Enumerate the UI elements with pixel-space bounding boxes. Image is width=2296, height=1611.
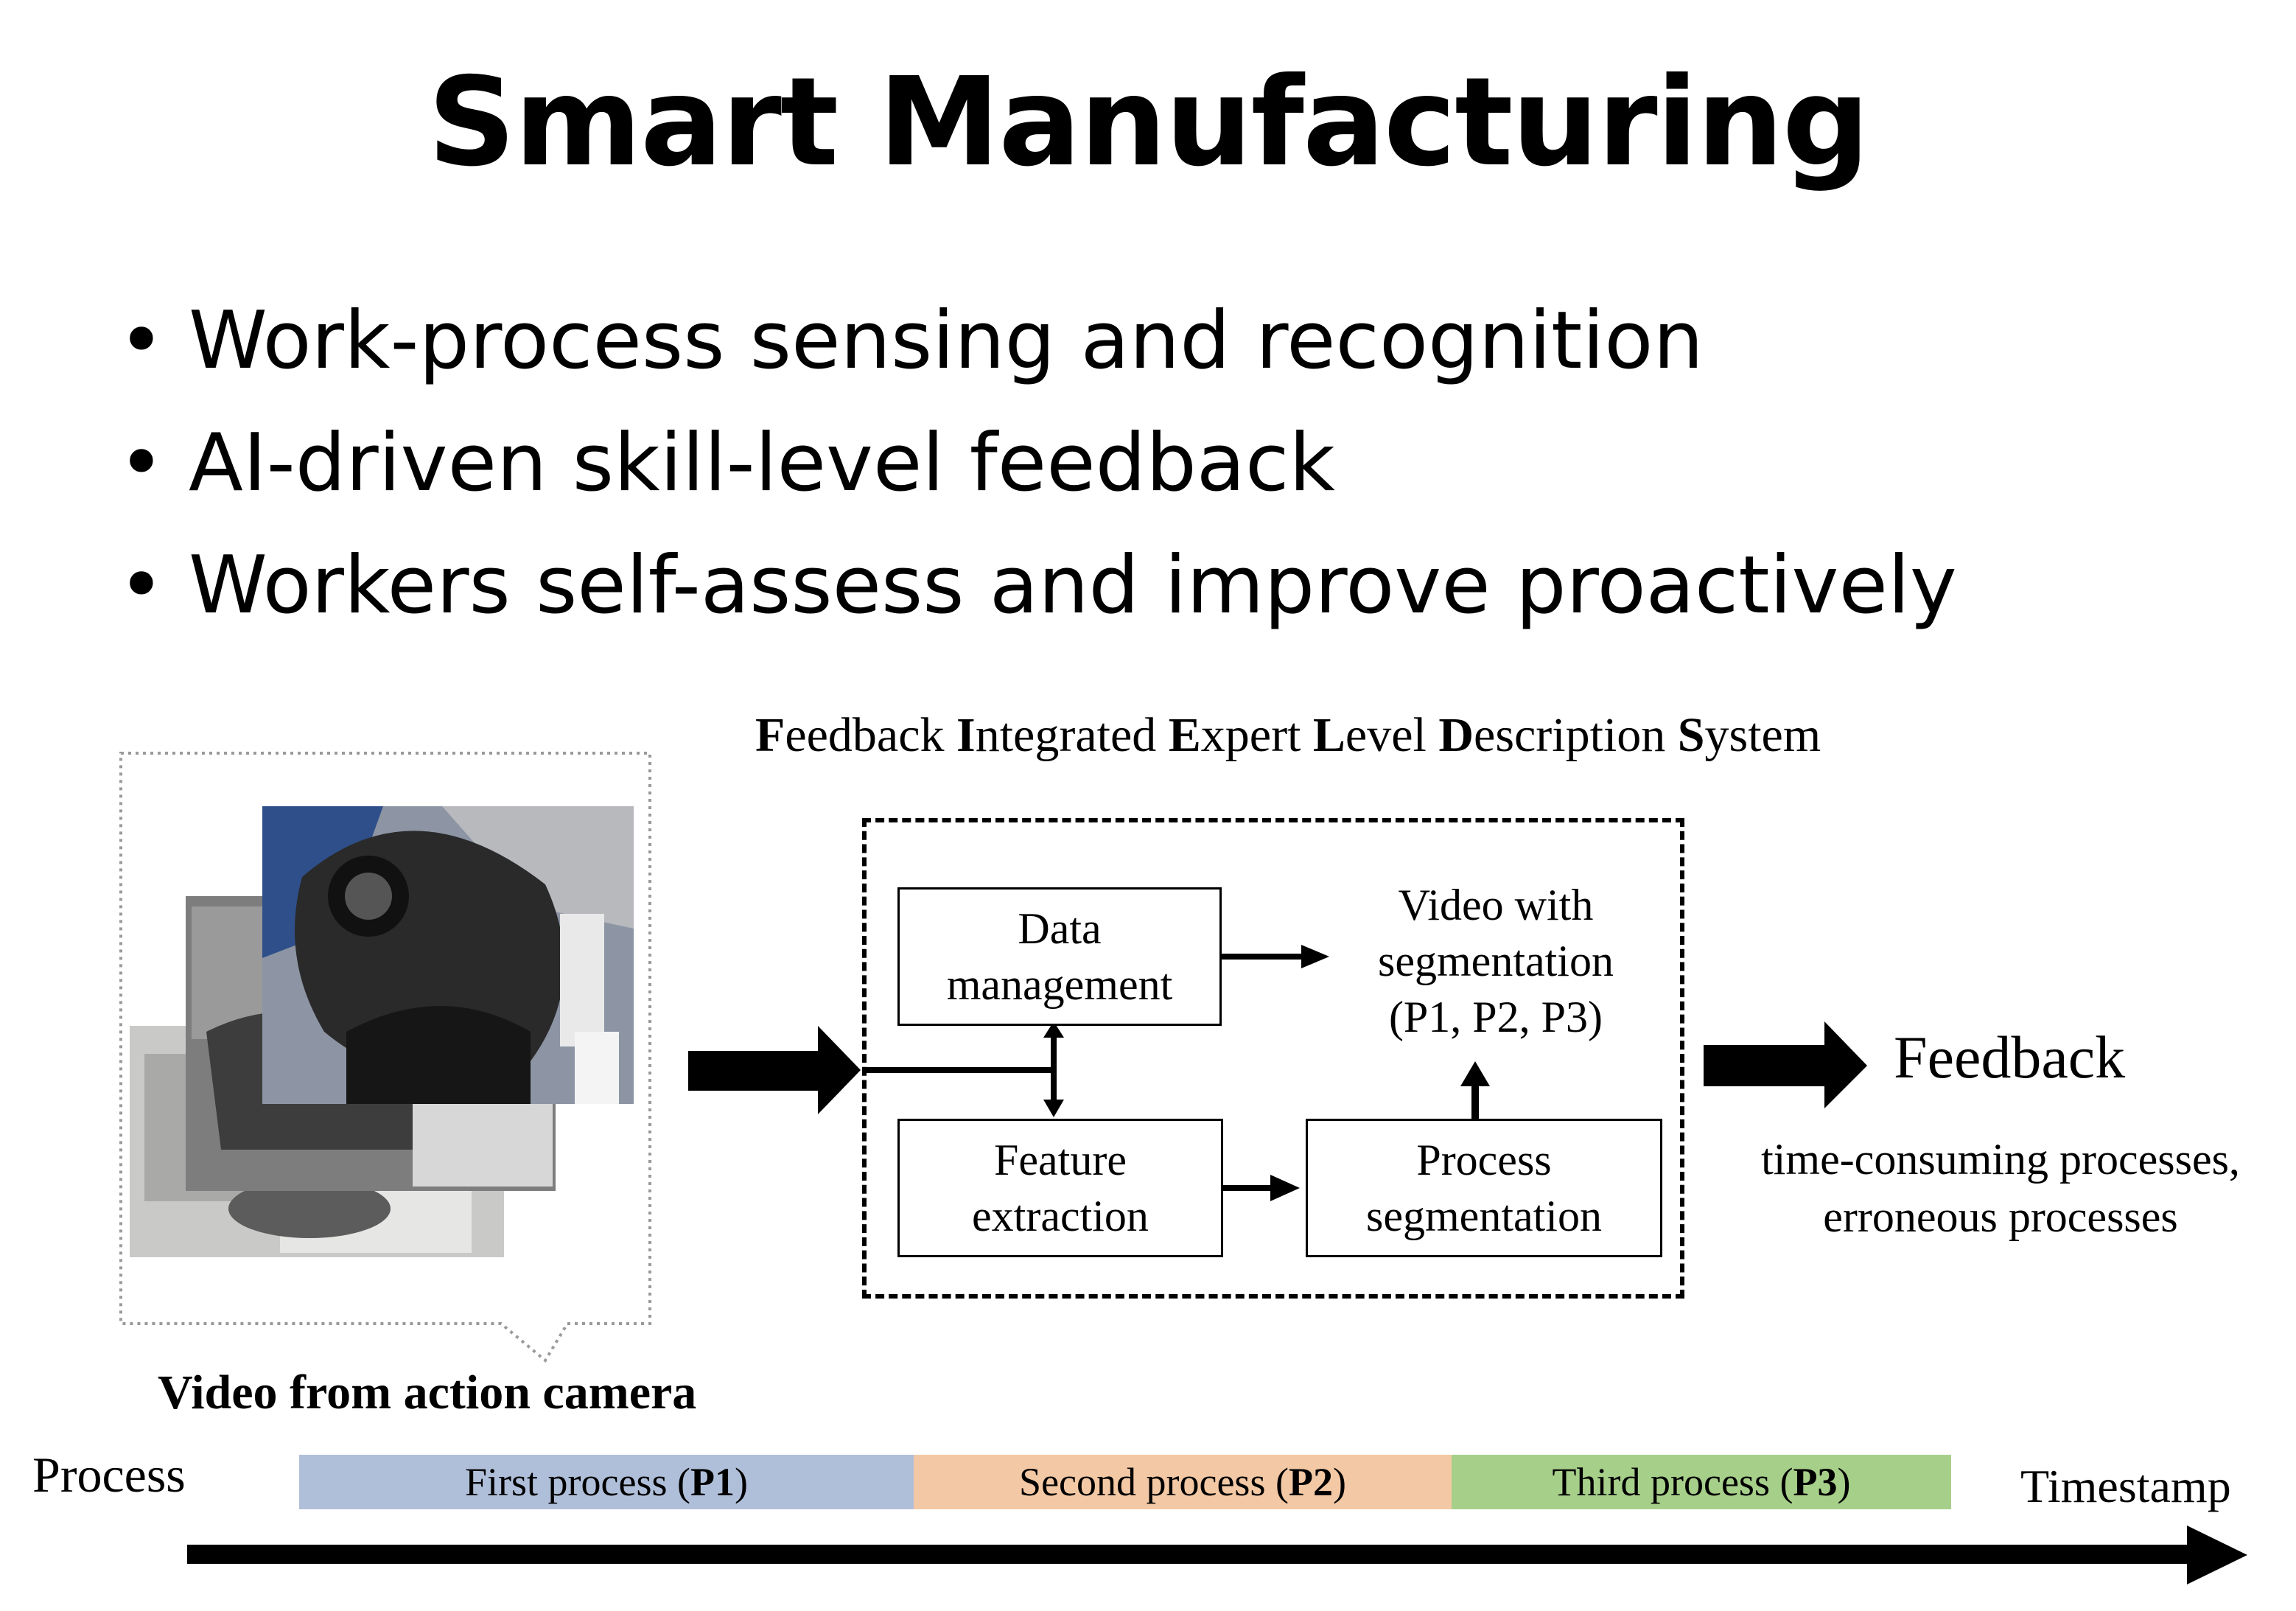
box-line: extraction xyxy=(972,1192,1149,1240)
phase-first-process: First process (P1) xyxy=(299,1455,914,1509)
phase-label: First process ( xyxy=(465,1460,690,1504)
phase-end: ) xyxy=(1837,1460,1851,1504)
feedback-description: time-consuming processes, erroneous proc… xyxy=(1717,1131,2284,1245)
feedback-line: time-consuming processes, xyxy=(1761,1135,2240,1184)
phase-code: P2 xyxy=(1288,1460,1333,1504)
title-initial: F xyxy=(755,708,785,762)
output-line: (P1, P2, P3) xyxy=(1388,993,1603,1041)
timeline-arrow-shaft xyxy=(187,1545,2206,1564)
camera-callout-bubble xyxy=(119,752,651,1363)
title-word: evel xyxy=(1345,708,1439,762)
title-word: eedback xyxy=(785,708,957,762)
title-word: ystem xyxy=(1704,708,1821,762)
title-initial: D xyxy=(1438,708,1474,762)
feature-extraction-box: Feature extraction xyxy=(897,1119,1223,1257)
timestamp-label: Timestamp xyxy=(2020,1460,2231,1512)
box-line: Process xyxy=(1416,1136,1552,1184)
phase-end: ) xyxy=(1332,1460,1346,1504)
segmentation-output: Video with segmentation (P1, P2, P3) xyxy=(1312,877,1680,1045)
phase-second-process: Second process (P2) xyxy=(914,1455,1452,1509)
bullet-text: Workers self-assess and improve proactiv… xyxy=(189,539,1957,632)
title-initial: L xyxy=(1312,708,1345,762)
bullet-item: • Work-process sensing and recognition xyxy=(118,280,1957,402)
process-segmentation-box: Process segmentation xyxy=(1306,1119,1662,1257)
bullet-text: Work-process sensing and recognition xyxy=(189,295,1704,387)
box-line: management xyxy=(946,960,1173,1009)
phase-third-process: Third process (P3) xyxy=(1452,1455,1951,1509)
process-label: Process xyxy=(32,1447,186,1503)
output-line: segmentation xyxy=(1378,937,1614,985)
feedback-line: erroneous processes xyxy=(1823,1192,2178,1241)
bullet-item: • Workers self-assess and improve proacti… xyxy=(118,525,1957,647)
title-initial: I xyxy=(956,708,976,762)
input-arrow xyxy=(688,1026,861,1114)
system-frame xyxy=(862,818,1684,1299)
bullet-dot: • xyxy=(118,295,165,387)
title-initial: S xyxy=(1677,708,1705,762)
feedback-arrow xyxy=(1704,1021,1867,1108)
data-management-box: Data management xyxy=(897,887,1222,1026)
phase-code: P3 xyxy=(1793,1460,1838,1504)
box-line: Feature xyxy=(994,1136,1127,1184)
system-title: Feedback Integrated Expert Level Descrip… xyxy=(755,707,1821,763)
phase-code: P1 xyxy=(690,1460,735,1504)
timeline-arrowhead xyxy=(2187,1526,2247,1584)
slide-title: Smart Manufacturing xyxy=(427,52,1869,194)
title-word: xpert xyxy=(1200,708,1313,762)
bullet-text: AI-driven skill-level feedback xyxy=(189,417,1335,509)
bullet-list: • Work-process sensing and recognition • A… xyxy=(118,280,1957,647)
bullet-dot: • xyxy=(118,539,165,632)
phase-end: ) xyxy=(734,1460,748,1504)
camera-label: Video from action camera xyxy=(158,1366,697,1419)
bullet-item: • AI-driven skill-level feedback xyxy=(118,402,1957,525)
title-initial: E xyxy=(1168,708,1201,762)
box-line: Data xyxy=(1018,904,1102,953)
phase-label: Second process ( xyxy=(1019,1460,1289,1504)
video-frames-stack xyxy=(130,806,634,1257)
box-line: segmentation xyxy=(1366,1192,1602,1240)
phase-label: Third process ( xyxy=(1552,1460,1793,1504)
feedback-label: Feedback xyxy=(1894,1024,2126,1091)
output-line: Video with xyxy=(1398,881,1594,929)
title-word: escription xyxy=(1474,708,1678,762)
title-word: ntegrated xyxy=(975,708,1169,762)
bullet-dot: • xyxy=(118,417,165,509)
